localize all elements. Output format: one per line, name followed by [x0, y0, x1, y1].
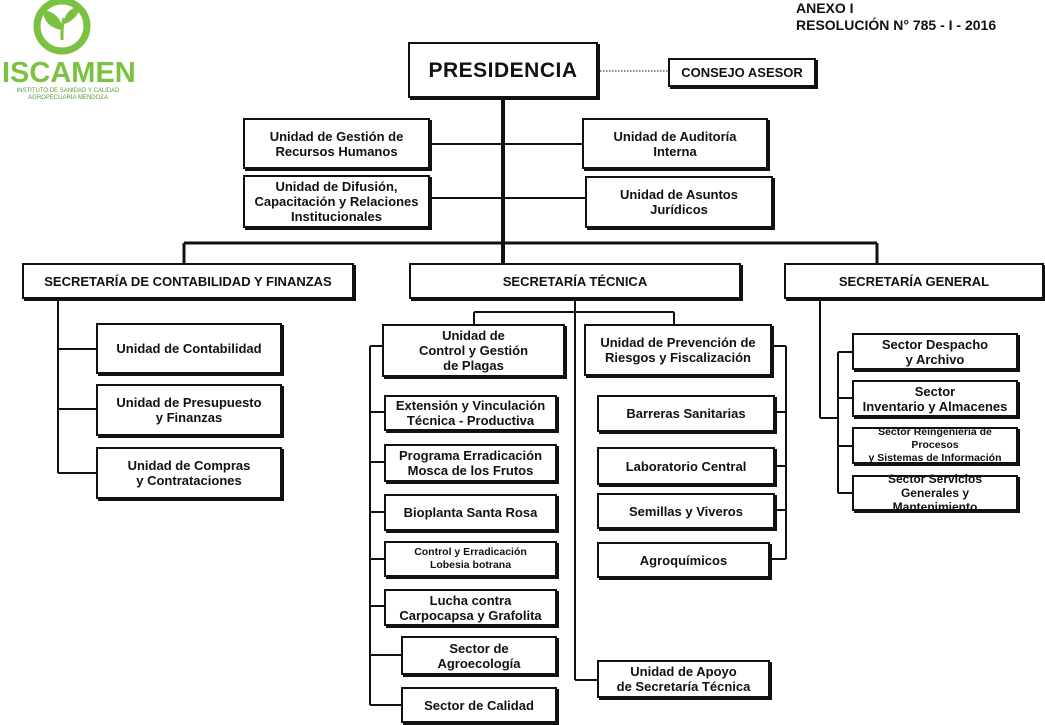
- barreras-box: Barreras Sanitarias: [597, 395, 775, 432]
- logo-wordmark: ISCAMEN: [2, 57, 136, 89]
- unidad-auditoria-box: Unidad de Auditoría Interna: [582, 118, 768, 169]
- sprout-leaf-icon: [33, 0, 91, 55]
- sector-calidad-box: Sector de Calidad: [401, 687, 557, 723]
- unidad-difusion-box: Unidad de Difusión, Capacitación y Relac…: [243, 175, 430, 228]
- sector-reingenieria-box: Sector Reingeniería de Procesos y Sistem…: [852, 426, 1018, 464]
- iscamen-logo: ISCAMEN INSTITUTO DE SANIDAD Y CALIDAD A…: [0, 0, 136, 110]
- logo-subtitle: INSTITUTO DE SANIDAD Y CALIDAD AGROPECUA…: [16, 88, 120, 101]
- extension-vinculacion-box: Extensión y Vinculación Técnica - Produc…: [384, 395, 557, 431]
- annex-heading: ANEXO I RESOLUCIÓN N° 785 - I - 2016: [796, 0, 997, 33]
- laboratorio-box: Laboratorio Central: [597, 447, 775, 485]
- presidencia-box: PRESIDENCIA: [408, 42, 598, 98]
- sector-servicios-box: Sector Servicios Generales y Mantenimien…: [852, 472, 1018, 514]
- programa-mosca-box: Programa Erradicación Mosca de los Fruto…: [384, 444, 557, 482]
- sector-inventario-box: Sector Inventario y Almacenes: [852, 380, 1018, 417]
- unidad-apoyo-box: Unidad de Apoyo de Secretaría Técnica: [597, 660, 770, 698]
- unidad-rrhh-box: Unidad de Gestión de Recursos Humanos: [243, 118, 430, 169]
- agroecologia-box: Sector de Agroecología: [401, 636, 557, 675]
- unidad-compras-box: Unidad de Compras y Contrataciones: [96, 447, 282, 499]
- lobesia-box: Control y Erradicación Lobesia botrana: [384, 541, 557, 577]
- bioplanta-box: Bioplanta Santa Rosa: [384, 494, 557, 531]
- unidad-prevencion-box: Unidad de Prevención de Riesgos y Fiscal…: [584, 324, 772, 376]
- unidad-contabilidad-box: Unidad de Contabilidad: [96, 323, 282, 374]
- semillas-box: Semillas y Viveros: [597, 493, 775, 529]
- carpocapsa-box: Lucha contra Carpocapsa y Grafolita: [384, 589, 557, 626]
- agroquimicos-box: Agroquímicos: [597, 542, 770, 578]
- sector-despacho-box: Sector Despacho y Archivo: [852, 333, 1018, 370]
- consejo-asesor-box: CONSEJO ASESOR: [668, 58, 816, 87]
- unidad-juridicos-box: Unidad de Asuntos Jurídicos: [585, 176, 773, 228]
- unidad-presupuesto-box: Unidad de Presupuesto y Finanzas: [96, 384, 282, 436]
- sec-contabilidad-box: SECRETARÍA DE CONTABILIDAD Y FINANZAS: [22, 263, 354, 299]
- sec-tecnica-box: SECRETARÍA TÉCNICA: [409, 263, 741, 299]
- unidad-control-plagas-box: Unidad de Control y Gestión de Plagas: [382, 324, 565, 377]
- sec-general-box: SECRETARÍA GENERAL: [784, 263, 1044, 299]
